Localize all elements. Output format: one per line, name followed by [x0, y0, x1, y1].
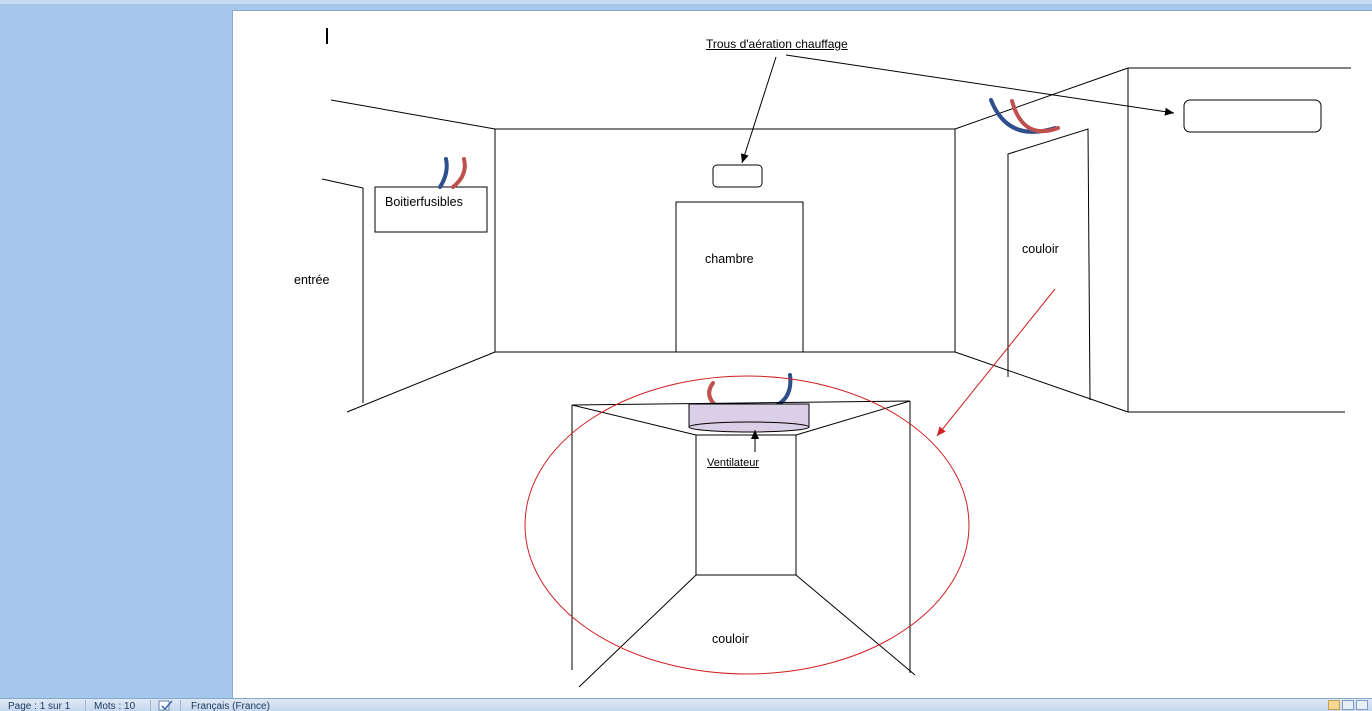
word-count[interactable]: Mots : 10 — [94, 701, 136, 711]
fan-label: Ventilateur — [707, 457, 759, 469]
heating-vent-back — [712, 164, 763, 188]
view-buttons — [1328, 700, 1368, 710]
pipe-fuse-red — [451, 157, 467, 189]
document-page[interactable]: Trous d'aération chauffage Boitierfusibl… — [232, 10, 1372, 699]
vent-arrow-back — [740, 56, 777, 164]
status-divider — [85, 700, 86, 711]
highlight-ellipse — [524, 375, 970, 675]
fuse-box — [374, 186, 488, 233]
back-wall — [494, 128, 956, 353]
hallway-right-label: couloir — [1022, 242, 1059, 256]
web-layout-icon[interactable] — [1356, 700, 1368, 710]
heating-vents-label: Trous d'aération chauffage — [706, 37, 848, 51]
entrance-top-line — [321, 178, 364, 189]
hallway-door-right — [1007, 128, 1091, 401]
spell-check-icon[interactable] — [158, 700, 174, 711]
status-bar: Page : 1 sur 1 Mots : 10 Français (Franc… — [0, 698, 1372, 711]
bedroom-door — [675, 201, 804, 353]
ceiling-line-left — [330, 99, 496, 130]
hallway-bottom-label: couloir — [712, 632, 749, 646]
hall-floor-left — [578, 574, 697, 688]
full-screen-reading-icon[interactable] — [1342, 700, 1354, 710]
text-caret — [326, 28, 328, 44]
bedroom-label: chambre — [705, 252, 754, 266]
hall-floor-right — [795, 574, 916, 676]
print-layout-icon[interactable] — [1328, 700, 1340, 710]
vent-arrow-right — [785, 54, 1175, 116]
pipe-right-red — [1010, 99, 1060, 134]
ceiling-line-right — [954, 67, 1129, 130]
hall-ceiling-line — [571, 400, 911, 406]
callout-arrow — [936, 288, 1056, 437]
floor-line-right — [954, 351, 1129, 413]
hall-ceiling-left — [571, 404, 697, 436]
status-divider — [180, 700, 181, 711]
hall-end-door — [695, 434, 797, 576]
room-drawing — [321, 54, 1351, 688]
page-count[interactable]: Page : 1 sur 1 — [8, 701, 71, 711]
pipe-fuse-blue — [438, 157, 449, 189]
fan-base — [688, 421, 810, 433]
ruler-strip — [0, 0, 1372, 4]
pipe-fan-red — [707, 381, 718, 408]
entrance-label: entrée — [294, 273, 330, 287]
heating-vent-right — [1183, 99, 1322, 133]
fuse-box-label: Boitierfusibles — [385, 195, 463, 209]
floor-line-left — [346, 351, 496, 413]
status-divider — [150, 700, 151, 711]
hall-ceiling-right — [795, 400, 911, 436]
language-indicator[interactable]: Français (France) — [191, 701, 270, 711]
